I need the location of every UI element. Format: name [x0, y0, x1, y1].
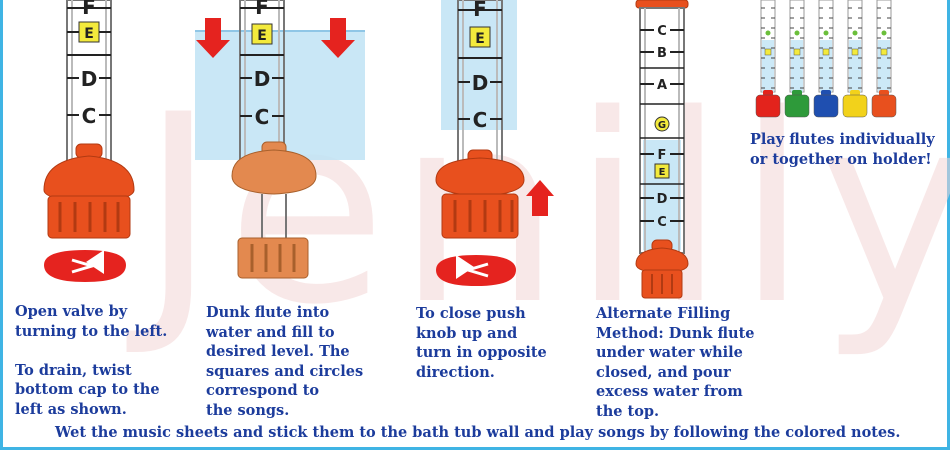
mini-flute [784, 0, 810, 118]
svg-text:F: F [658, 148, 667, 163]
flute-step2: F E D C [195, 0, 365, 279]
caption-step2: Dunk flute into water and fill to desire… [206, 304, 364, 419]
caption-step1: Open valve by turning to the left. To dr… [15, 303, 168, 418]
flute-step4: C B A G F E D C [635, 0, 689, 299]
mini-flute [813, 0, 839, 118]
svg-text:E: E [475, 31, 485, 47]
note-label-c: C [82, 104, 97, 128]
rotate-left-arrow [44, 250, 126, 282]
flute-step1: F E D C [43, 0, 135, 282]
svg-text:C: C [657, 215, 667, 230]
svg-text:D: D [254, 67, 271, 91]
mini-flute-set [755, 0, 897, 118]
svg-text:F: F [255, 0, 269, 19]
caption-step3: To close push knob up and turn in opposi… [416, 305, 547, 381]
note-label-d: D [81, 67, 98, 91]
footer-instructions: Wet the music sheets and stick them to t… [55, 424, 901, 441]
svg-text:B: B [657, 46, 667, 61]
up-arrow [526, 180, 554, 216]
valve-dome [231, 149, 317, 195]
flute-step3: F E D C [435, 0, 554, 286]
svg-text:F: F [473, 0, 487, 21]
mini-flute [842, 0, 868, 118]
svg-text:C: C [255, 105, 270, 129]
svg-text:C: C [473, 108, 488, 132]
bottom-cap [237, 237, 309, 279]
bottom-cap [441, 193, 519, 239]
caption-step5: Play flutes individually or together on … [750, 131, 935, 168]
valve-dome [43, 155, 135, 203]
svg-text:E: E [659, 167, 666, 178]
note-label-e: E [84, 26, 94, 42]
svg-text:C: C [657, 24, 667, 39]
mini-flute [871, 0, 897, 118]
down-arrow-left [196, 18, 230, 58]
caption-step4: Alternate Filling Method: Dunk flute und… [596, 305, 755, 420]
rotate-right-arrow [436, 255, 516, 286]
svg-text:D: D [472, 71, 489, 95]
mini-flute [755, 0, 781, 118]
note-square-e [251, 23, 273, 45]
svg-text:A: A [657, 78, 667, 93]
down-arrow-right [321, 18, 355, 58]
svg-text:E: E [257, 28, 267, 44]
valve-dome [435, 157, 525, 197]
note-label-f: F [82, 0, 96, 19]
svg-text:D: D [657, 192, 668, 207]
svg-text:G: G [658, 120, 666, 131]
